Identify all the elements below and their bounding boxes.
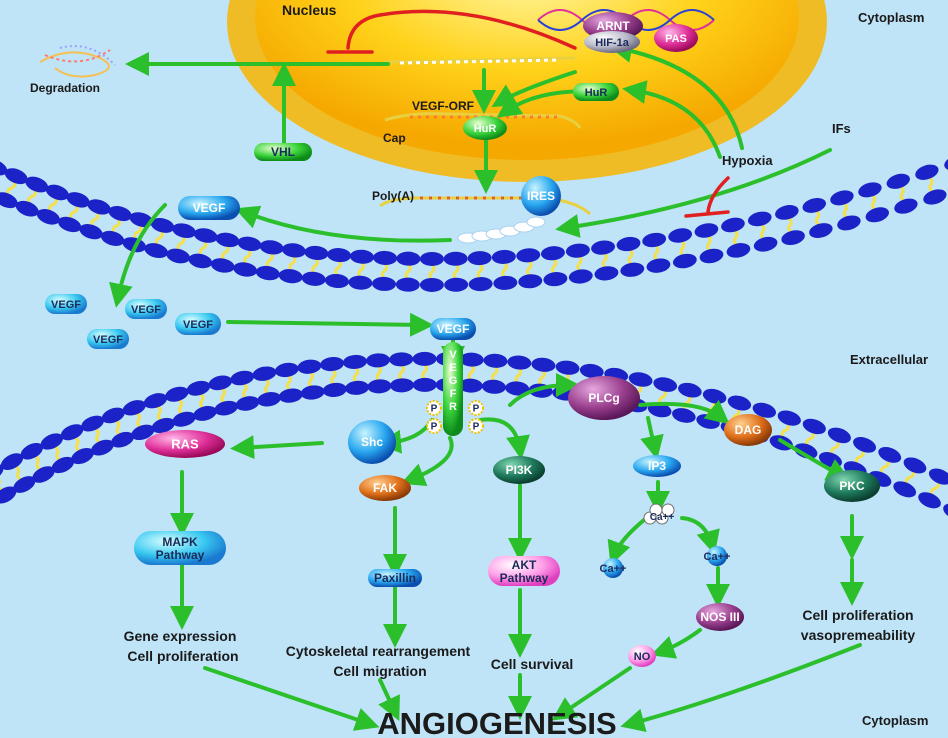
vegfr-letter: R [449, 401, 457, 413]
outcome-cell-migration: Cell migration [333, 663, 426, 679]
ip3-protein: IP3 [633, 455, 681, 477]
outcome-vasopermeability: vasopremeability [801, 627, 916, 643]
activation-arrows [109, 39, 864, 732]
vegf-free-1: VEGF [45, 294, 87, 314]
phospho-group: P [468, 400, 484, 416]
label-vegf-orf: VEGF-ORF [412, 99, 474, 113]
upper-membrane [0, 155, 948, 292]
arnt-protein-label: ARNT [596, 19, 630, 33]
pas-protein-label: PAS [665, 33, 687, 45]
no-molecule-label: NO [634, 651, 651, 663]
vegf-secreted-label: VEGF [193, 201, 226, 215]
mrna-strands [39, 45, 592, 216]
vhl-protein-label: VHL [271, 145, 295, 159]
paxillin-protein: Paxillin [368, 569, 422, 587]
plcg-protein: PLCg [568, 376, 640, 420]
nos3-protein: NOS III [696, 603, 744, 631]
hur-protein-mid: HuR [463, 116, 507, 140]
shc-protein: Shc [348, 420, 396, 464]
fak-protein: FAK [359, 475, 411, 501]
label-cytoplasm-top: Cytoplasm [858, 10, 924, 25]
pkc-protein-label: PKC [839, 479, 865, 493]
vegfr-letter: F [450, 388, 457, 400]
outcome-cell-proliferation: Cell proliferation [127, 648, 238, 664]
hif1a-protein-label: HIF-1a [595, 37, 630, 49]
vegf-free-1-label: VEGF [51, 299, 81, 311]
vegf-bound: VEGF [430, 318, 476, 340]
outcome-cytoskeletal-rearrangement: Cytoskeletal rearrangement [286, 643, 471, 659]
pi3k-protein: PI3K [493, 456, 545, 484]
ribosome-chain [457, 216, 546, 244]
label-nucleus: Nucleus [282, 2, 337, 18]
phospho-group: P [426, 418, 442, 434]
calcium-right-label: Ca++ [704, 551, 731, 563]
vegfr-letter: G [449, 375, 458, 387]
phospho-label: P [473, 404, 480, 415]
pi3k-protein-label: PI3K [506, 463, 533, 477]
vegf-free-3-label: VEGF [93, 334, 123, 346]
pas-protein: PAS [654, 24, 698, 52]
plcg-protein-label: PLCg [588, 391, 619, 405]
nos3-protein-label: NOS III [700, 610, 739, 624]
ras-protein: RAS [145, 430, 225, 458]
vegf-free-3: VEGF [87, 329, 129, 349]
calcium-left-label: Ca++ [600, 563, 627, 575]
label-cap: Cap [383, 131, 406, 145]
label-hypoxia: Hypoxia [722, 153, 773, 168]
outcome-gene-expression: Gene expression [124, 628, 237, 644]
outcome-angiogenesis: ANGIOGENESIS [377, 706, 616, 738]
calcium-store-label: Ca++ [650, 512, 675, 523]
phospho-label: P [431, 422, 438, 433]
fak-protein-label: FAK [373, 481, 397, 495]
hur-protein-mid-label: HuR [474, 123, 497, 135]
paxillin-protein-label: Paxillin [374, 571, 416, 585]
inhibition-edges [326, 9, 730, 218]
dag-protein-label: DAG [735, 423, 762, 437]
vhl-protein: VHL [254, 143, 312, 161]
ires-element-label: IRES [527, 189, 555, 203]
shc-protein-label: Shc [361, 435, 383, 449]
vegf-free-4-label: VEGF [183, 319, 213, 331]
outcome-cell-survival: Cell survival [491, 656, 574, 672]
calcium-store: Ca++ [643, 503, 675, 525]
vegf-bound-label: VEGF [437, 322, 470, 336]
outcome-pkc-cell-proliferation: Cell proliferation [802, 607, 913, 623]
vegf-secreted: VEGF [178, 196, 240, 220]
phospho-group: P [426, 400, 442, 416]
vegf-free-4: VEGF [175, 313, 221, 335]
hif1a-protein: HIF-1a [584, 31, 640, 53]
pkc-protein: PKC [824, 470, 880, 502]
label-cytoplasm-bottom: Cytoplasm [862, 713, 928, 728]
ras-protein-label: RAS [171, 437, 199, 452]
label-extracellular: Extracellular [850, 352, 928, 367]
phospho-label: P [473, 422, 480, 433]
cell-membranes [0, 155, 948, 520]
vegfr-letter: V [449, 349, 457, 361]
ires-element: IRES [521, 176, 561, 216]
lower-membrane [0, 351, 948, 520]
hur-protein-top-label: HuR [585, 87, 608, 99]
no-molecule: NO [628, 645, 656, 667]
vegf-free-2: VEGF [125, 299, 167, 319]
hur-protein-top: HuR [573, 83, 619, 101]
ip3-protein-label: IP3 [648, 459, 666, 473]
vegfr-letter: E [449, 362, 456, 374]
calcium-left: Ca++ [600, 558, 627, 578]
label-ifs: IFs [832, 121, 851, 136]
phospho-label: P [431, 404, 438, 415]
dag-protein: DAG [724, 414, 772, 446]
vegf-free-2-label: VEGF [131, 304, 161, 316]
label-poly-a: Poly(A) [372, 189, 414, 203]
label-degradation: Degradation [30, 81, 100, 95]
calcium-right: Ca++ [704, 546, 731, 566]
phospho-group: P [468, 418, 484, 434]
